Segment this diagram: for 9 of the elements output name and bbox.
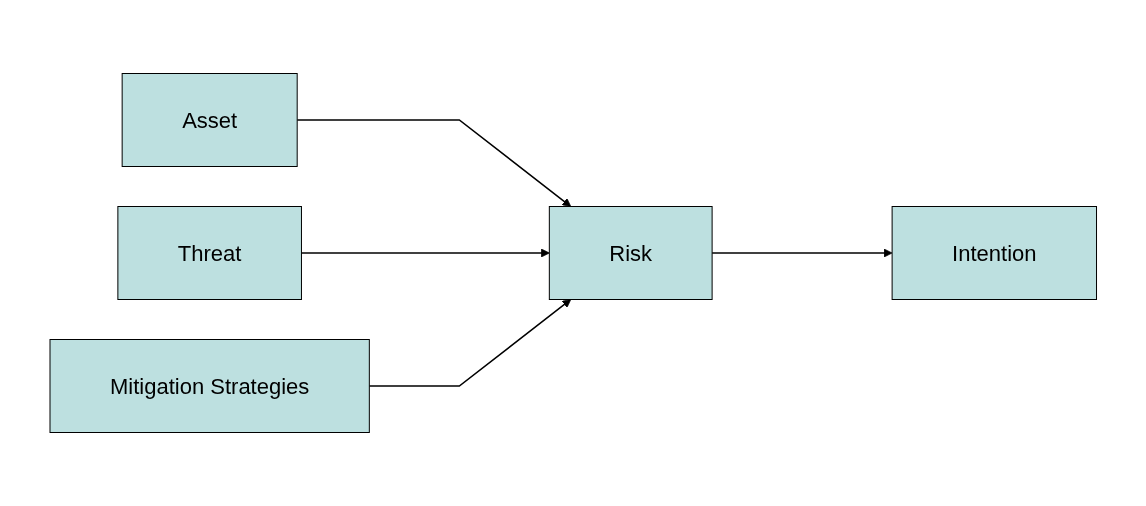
node-box: Intention	[891, 206, 1097, 300]
arrow	[300, 248, 550, 258]
arrow	[368, 299, 571, 387]
node-box: Risk	[548, 206, 713, 300]
arrow	[711, 248, 893, 258]
node-box: Mitigation Strategies	[49, 339, 370, 433]
node-box: Threat	[117, 206, 302, 300]
arrow	[296, 119, 571, 207]
node-box: Asset	[121, 73, 298, 167]
